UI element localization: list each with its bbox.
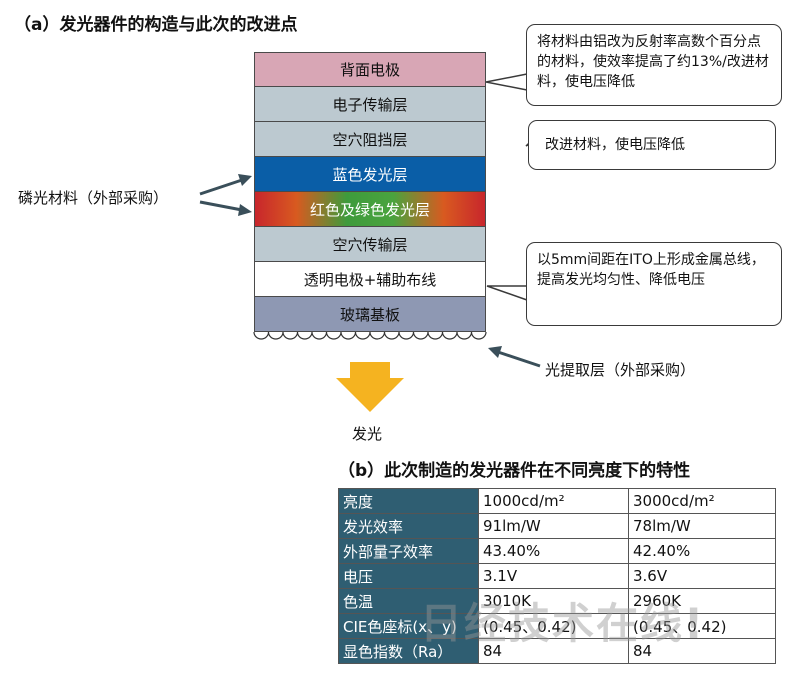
tail-electrode: [485, 73, 528, 91]
row-label: 色温: [338, 588, 479, 614]
table-row: 外部量子效率 43.40% 42.40%: [338, 538, 776, 564]
value-1000: 43.40%: [478, 538, 629, 564]
emission-label: 发光: [352, 425, 383, 443]
layer-transparent-electrode: 透明电极+辅助布线: [254, 262, 486, 297]
row-label: 电压: [338, 563, 479, 589]
table-row: 显色指数（Ra） 84 84: [338, 638, 776, 664]
device-layer-stack: 背面电极 电子传输层 空穴阻挡层 蓝色发光层 红色及绿色发光层 空穴传输层 透明…: [254, 52, 486, 332]
section-b-title: （b）此次制造的发光器件在不同亮度下的特性: [338, 461, 691, 481]
layer-red-green-emission: 红色及绿色发光层: [254, 192, 486, 227]
value-3000: 2960K: [628, 588, 776, 614]
value-3000: 3.6V: [628, 563, 776, 589]
value-1000: 84: [478, 638, 629, 664]
phosphor-pointer-arrows: [199, 174, 252, 216]
table-row: 电压 3.1V 3.6V: [338, 563, 776, 589]
callout-electrode-improvement: 将材料由铝改为反射率高数个百分点的材料，使效率提高了约13%/改进材料，使电压降…: [526, 24, 782, 106]
table-row: 发光效率 91lm/W 78lm/W: [338, 513, 776, 539]
row-label: 亮度: [338, 488, 479, 514]
tail-wiring: [486, 285, 528, 301]
value-1000: 1000cd/m²: [478, 488, 629, 514]
value-3000: 42.40%: [628, 538, 776, 564]
row-label: 显色指数（Ra）: [338, 638, 479, 664]
value-1000: 3010K: [478, 588, 629, 614]
row-label: 发光效率: [338, 513, 479, 539]
light-extraction-label: 光提取层（外部采购）: [545, 361, 696, 379]
callout-wiring-improvement: 以5mm间距在ITO上形成金属总线，提高发光均匀性、降低电压: [526, 242, 782, 326]
layer-blue-emission: 蓝色发光层: [254, 157, 486, 192]
layer-electron-transport: 电子传输层: [254, 87, 486, 122]
value-3000: 3000cd/m²: [628, 488, 776, 514]
value-3000: (0.45、0.42): [628, 613, 776, 639]
table-row: CIE色座标(x、y) (0.45、0.42) (0.45、0.42): [338, 613, 776, 639]
layer-back-electrode: 背面电极: [254, 52, 486, 87]
table-row: 色温 3010K 2960K: [338, 588, 776, 614]
value-1000: 91lm/W: [478, 513, 629, 539]
properties-table: 亮度 1000cd/m² 3000cd/m² 发光效率 91lm/W 78lm/…: [338, 488, 776, 664]
value-3000: 78lm/W: [628, 513, 776, 539]
light-extraction-scallops: [253, 331, 487, 340]
callout-hole-block-improvement: 改进材料，使电压降低: [528, 120, 776, 170]
layer-glass-substrate: 玻璃基板: [254, 297, 486, 332]
layer-hole-blocking: 空穴阻挡层: [254, 122, 486, 157]
extraction-pointer-arrow: [488, 346, 541, 368]
value-1000: (0.45、0.42): [478, 613, 629, 639]
value-1000: 3.1V: [478, 563, 629, 589]
row-label: CIE色座标(x、y): [338, 613, 479, 639]
table-row: 亮度 1000cd/m² 3000cd/m²: [338, 488, 776, 514]
value-3000: 84: [628, 638, 776, 664]
phosphor-material-label: 磷光材料（外部采购）: [18, 189, 169, 207]
section-a-title: （a）发光器件的构造与此次的改进点: [14, 15, 298, 35]
row-label: 外部量子效率: [338, 538, 479, 564]
layer-hole-transport: 空穴传输层: [254, 227, 486, 262]
emission-arrow: [336, 362, 404, 412]
